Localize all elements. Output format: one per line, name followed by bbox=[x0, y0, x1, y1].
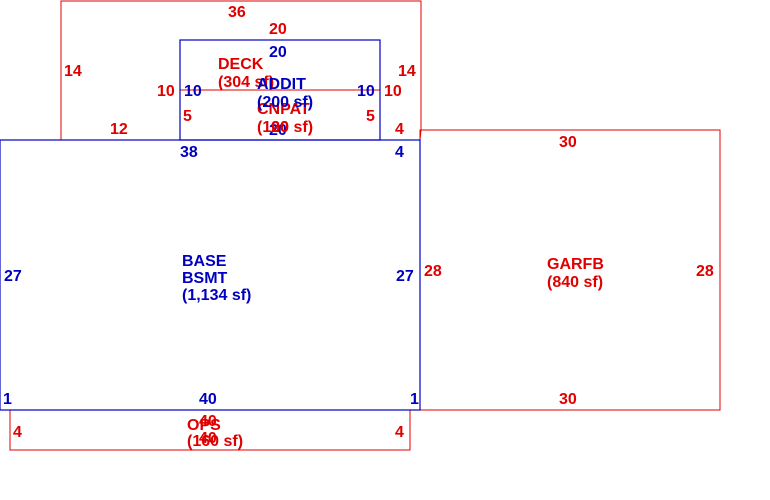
addit-label-area: (200 sf) bbox=[257, 94, 313, 111]
base-dim-left: 27 bbox=[4, 268, 22, 285]
deck-label: DECK (304 sf) bbox=[218, 56, 274, 91]
deck-label-area: (304 sf) bbox=[218, 74, 274, 91]
ops-dim-left: 4 bbox=[13, 424, 22, 441]
addit-label-name: ADDIT bbox=[257, 76, 306, 93]
base-outline bbox=[0, 139, 421, 411]
cnpat-label-area: (100 sf) bbox=[257, 119, 313, 136]
deck-dim-right: 14 bbox=[398, 63, 416, 80]
cnpat-label: CNPAT (100 sf) bbox=[257, 101, 314, 136]
addit-dim-right: 10 bbox=[357, 83, 375, 100]
ops-dim-bottom: 40 bbox=[199, 430, 217, 447]
base-dim-right: 27 bbox=[396, 268, 414, 285]
deck-dim-bottom: 12 bbox=[110, 121, 128, 138]
cnpat-dim-top: 20 bbox=[269, 21, 287, 38]
cnpat-dim-left: 5 bbox=[183, 108, 192, 125]
garfb-dim-top: 30 bbox=[559, 134, 577, 151]
addit-dim-bottom: 20 bbox=[269, 122, 287, 139]
garfb-label: GARFB (840 sf) bbox=[547, 256, 608, 291]
addit-dim-left: 10 bbox=[184, 83, 202, 100]
garfb-dim-left: 28 bbox=[424, 263, 442, 280]
base-dim-bottom-left: 1 bbox=[3, 391, 12, 408]
garfb-label-area: (840 sf) bbox=[547, 274, 603, 291]
deck-dim-bottom-right: 4 bbox=[395, 121, 404, 138]
ops-label-area: (160 sf) bbox=[187, 433, 243, 450]
cnpat-label-name: CNPAT bbox=[257, 101, 310, 118]
ops-dim-top: 40 bbox=[199, 413, 217, 430]
cnpat-dim-right: 5 bbox=[366, 108, 375, 125]
base-dim-bottom-right: 1 bbox=[410, 391, 419, 408]
base-label-area: (1,134 sf) bbox=[182, 287, 251, 304]
base-label-name: BASE bbox=[182, 253, 227, 270]
ops-label-name: OPS bbox=[187, 417, 221, 434]
garfb-label-name: GARFB bbox=[547, 256, 604, 273]
garfb-dim-right: 28 bbox=[696, 263, 714, 280]
garfb-dim-bottom: 30 bbox=[559, 391, 577, 408]
deck-dim-top: 36 bbox=[228, 4, 246, 21]
addit-dim-top: 20 bbox=[269, 44, 287, 61]
deck-dim-left: 14 bbox=[64, 63, 82, 80]
deck-label-name: DECK bbox=[218, 56, 264, 73]
cnpat-dim-bottom: 20 bbox=[271, 119, 289, 136]
base-dim-top-right: 4 bbox=[395, 144, 404, 161]
ops-dim-right: 4 bbox=[395, 424, 404, 441]
deck-dim-inner-right: 10 bbox=[384, 83, 402, 100]
ops-label: OPS (160 sf) bbox=[187, 417, 243, 450]
addit-label: ADDIT (200 sf) bbox=[257, 76, 313, 111]
base-label-type: BSMT bbox=[182, 270, 228, 287]
base-dim-top: 38 bbox=[180, 144, 198, 161]
deck-dim-inner-left: 10 bbox=[157, 83, 175, 100]
base-label: BASE BSMT (1,134 sf) bbox=[182, 253, 251, 304]
base-dim-bottom: 40 bbox=[199, 391, 217, 408]
